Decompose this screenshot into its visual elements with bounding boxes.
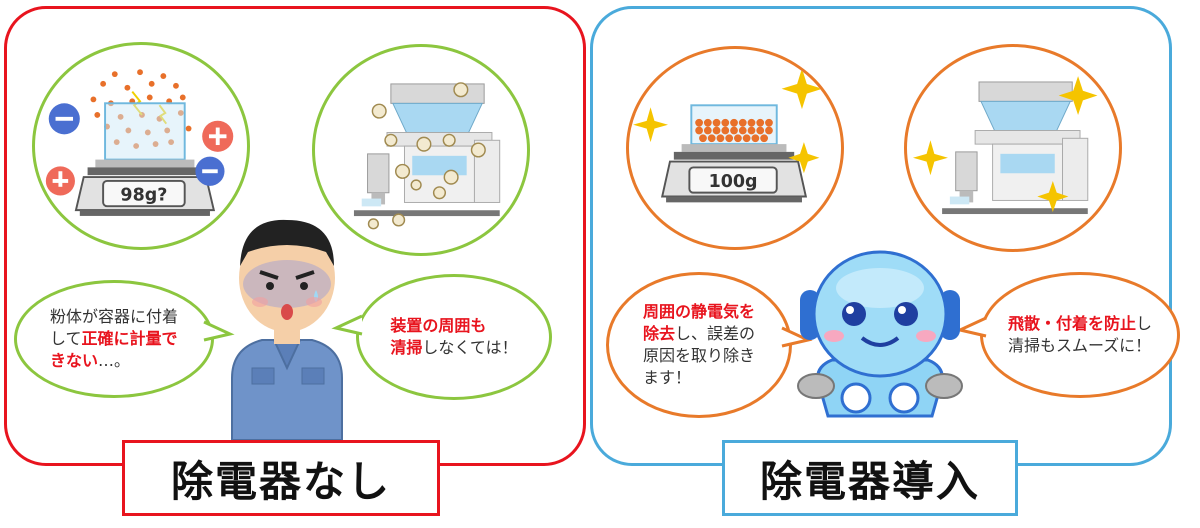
scale-reading-right: 100g (709, 172, 758, 192)
worker-character (231, 219, 343, 440)
scale-illustration-circle-left: 98g? (32, 42, 250, 250)
sparkle-icon (912, 76, 1098, 213)
bubble-text: 周囲の静電気を 除去し、誤差の 原因を取り除き ます！ (642, 302, 756, 387)
plus-ion-icon (45, 166, 75, 196)
plus-ion-icon (202, 120, 234, 152)
title-without-ionizer: 除電器なし (122, 440, 440, 516)
scale-illustration-circle-right: 100g (626, 46, 844, 250)
scale-reading-left: 98g? (120, 185, 167, 205)
title-with-ionizer: 除電器導入 (722, 440, 1018, 516)
machine-icon (353, 82, 501, 230)
speech-bubble-accuracy-problem: 粉体が容器に付着 して正確に計量で きない…。 (14, 280, 214, 398)
scale-icon: 98g? (45, 69, 234, 216)
machine-icon (912, 76, 1098, 215)
robot-character (797, 250, 963, 418)
powder-cloud-icon (367, 82, 486, 230)
speech-bubble-static-removal: 周囲の静電気を 除去し、誤差の 原因を取り除き ます！ (606, 272, 792, 418)
bubble-tail (781, 326, 813, 348)
bubble-text: 粉体が容器に付着 して正確に計量で きない…。 (49, 307, 178, 370)
minus-ion-icon (195, 156, 225, 186)
machine-illustration-circle-right (904, 44, 1122, 252)
sparkle-icon (633, 68, 823, 174)
bubble-tail (203, 320, 235, 342)
machine-illustration-circle-left (312, 44, 530, 256)
bubble-text: 飛散・付着を防止し 清掃もスムーズに！ (1007, 314, 1153, 355)
bubble-tail (331, 314, 363, 336)
minus-ion-icon (48, 103, 80, 135)
scale-icon: 100g (633, 68, 823, 203)
speech-bubble-cleaning-needed: 装置の周囲も 清掃しなくては！ (356, 274, 552, 400)
bubble-text: 装置の周囲も 清掃しなくては！ (390, 316, 518, 357)
speech-bubble-prevent-scatter: 飛散・付着を防止し 清掃もスムーズに！ (980, 272, 1180, 398)
